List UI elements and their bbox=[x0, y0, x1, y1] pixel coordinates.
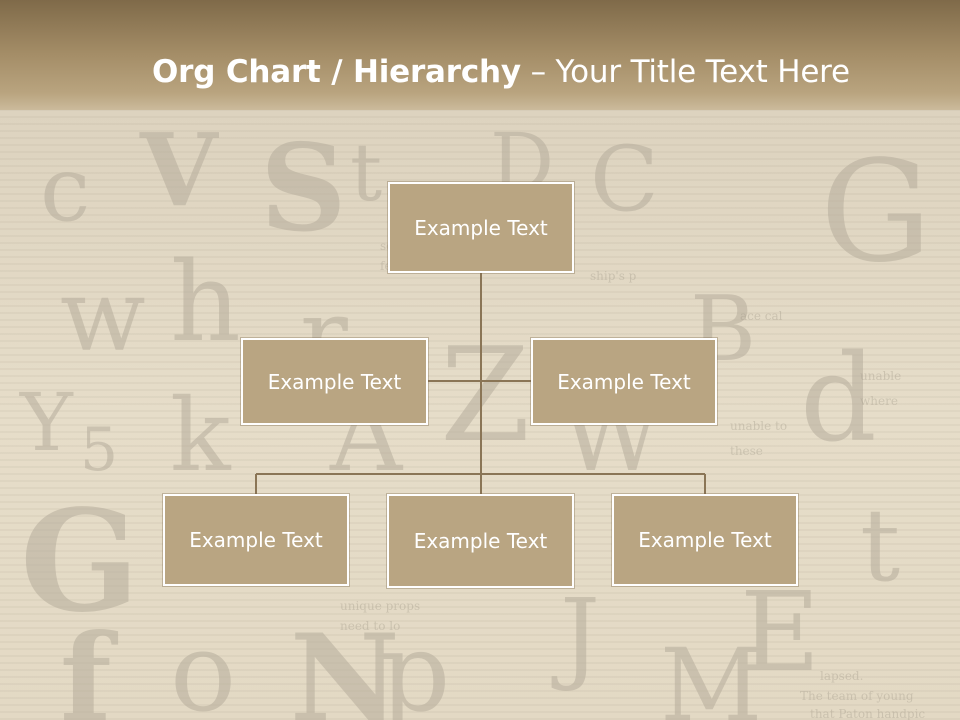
svg-text:J: J bbox=[551, 577, 600, 694]
svg-text:unable to: unable to bbox=[730, 419, 787, 433]
svg-text:G: G bbox=[20, 480, 140, 644]
org-child-left-box[interactable]: Example Text bbox=[163, 494, 349, 586]
org-assistant-right-label: Example Text bbox=[557, 369, 691, 394]
svg-text:f: f bbox=[60, 608, 119, 720]
slide-title: Org Chart / Hierarchy – Your Title Text … bbox=[152, 54, 850, 98]
svg-text:k: k bbox=[170, 377, 232, 494]
org-child-left-label: Example Text bbox=[189, 528, 323, 552]
svg-text:w: w bbox=[60, 257, 146, 374]
svg-text:need to lo: need to lo bbox=[340, 619, 400, 633]
org-assistant-left-label: Example Text bbox=[267, 369, 402, 394]
org-assistant-right-box[interactable]: Example Text bbox=[531, 338, 717, 425]
svg-text:p: p bbox=[380, 608, 450, 720]
svg-text:where: where bbox=[860, 394, 898, 408]
svg-text:h: h bbox=[170, 238, 241, 366]
svg-text:C: C bbox=[590, 127, 659, 232]
svg-text:ace cal: ace cal bbox=[740, 309, 783, 323]
svg-text:these: these bbox=[730, 444, 763, 458]
svg-text:5: 5 bbox=[80, 415, 118, 485]
svg-text:S: S bbox=[260, 118, 347, 259]
svg-text:G: G bbox=[820, 131, 932, 294]
svg-text:Z: Z bbox=[440, 319, 530, 471]
org-root-label: Example Text bbox=[414, 215, 548, 240]
svg-text:N: N bbox=[290, 608, 400, 720]
svg-text:unable: unable bbox=[860, 369, 901, 383]
title-separator: – bbox=[520, 54, 556, 90]
org-assistant-left-box[interactable]: Example Text bbox=[241, 338, 428, 425]
svg-text:o: o bbox=[170, 608, 236, 720]
svg-text:unique props: unique props bbox=[340, 599, 420, 613]
svg-text:ship's p: ship's p bbox=[590, 269, 637, 283]
svg-text:E: E bbox=[740, 568, 820, 696]
svg-text:t: t bbox=[860, 487, 900, 604]
org-child-right-label: Example Text bbox=[638, 528, 772, 552]
svg-text:that Paton handpic: that Paton handpic bbox=[810, 707, 925, 720]
org-child-middle-label: Example Text bbox=[413, 529, 548, 553]
org-child-middle-box[interactable]: Example Text bbox=[387, 494, 574, 588]
title-subtitle-part: Your Title Text Here bbox=[555, 54, 851, 90]
svg-text:M: M bbox=[660, 627, 762, 720]
svg-text:Y: Y bbox=[19, 376, 74, 469]
title-bold-part: Org Chart / Hierarchy bbox=[152, 54, 521, 90]
svg-text:V: V bbox=[139, 111, 219, 229]
svg-text:d: d bbox=[800, 330, 877, 469]
background-letters-art: c V S t D C G w h r B d Y 5 k A Z W G t … bbox=[19, 111, 932, 720]
svg-text:The team of young: The team of young bbox=[800, 689, 914, 703]
svg-text:lapsed.: lapsed. bbox=[820, 669, 863, 683]
svg-text:c: c bbox=[40, 137, 90, 242]
org-root-box[interactable]: Example Text bbox=[388, 182, 574, 273]
svg-text:t: t bbox=[350, 126, 382, 219]
org-child-right-box[interactable]: Example Text bbox=[612, 494, 798, 586]
